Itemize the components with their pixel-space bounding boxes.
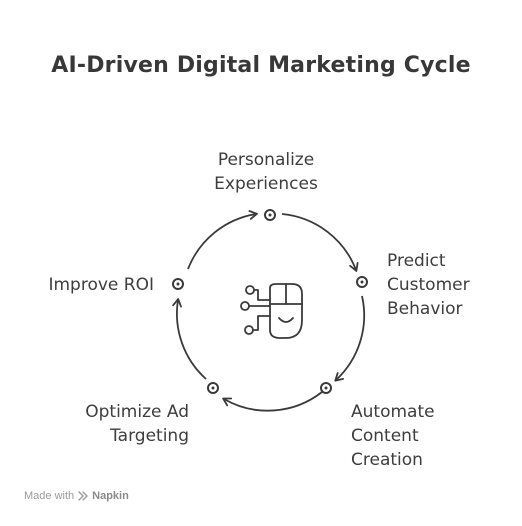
stage-node-predict	[356, 276, 368, 288]
cycle-arrow-4	[222, 391, 323, 412]
cycle-arrow-5	[172, 298, 207, 380]
stage-label-optimize: Optimize Ad Targeting	[85, 402, 189, 446]
cycle-arrow-1	[187, 210, 258, 270]
stage-label-roi: Improve ROI	[48, 275, 154, 295]
cycle-arrow-3	[334, 295, 366, 382]
ai-brain-circuit-icon	[240, 283, 303, 339]
stage-node-automate	[320, 382, 332, 394]
diagram-title: AI-Driven Digital Marketing Cycle	[51, 53, 471, 78]
footer-attribution: Made with Napkin	[24, 490, 129, 502]
napkin-logo-icon	[78, 491, 88, 501]
cycle-arrow-2	[281, 213, 359, 272]
footer-brand[interactable]: Napkin	[92, 490, 129, 502]
stage-label-automate: Automate Content Creation	[351, 402, 435, 470]
stage-label-personalize: Personalize Experiences	[214, 150, 318, 194]
stage-node-personalize	[264, 209, 276, 221]
stage-label-predict: Predict Customer Behavior	[387, 251, 470, 319]
stage-node-roi	[172, 278, 184, 290]
stage-node-optimize	[207, 382, 219, 394]
footer-prefix: Made with	[24, 490, 75, 502]
